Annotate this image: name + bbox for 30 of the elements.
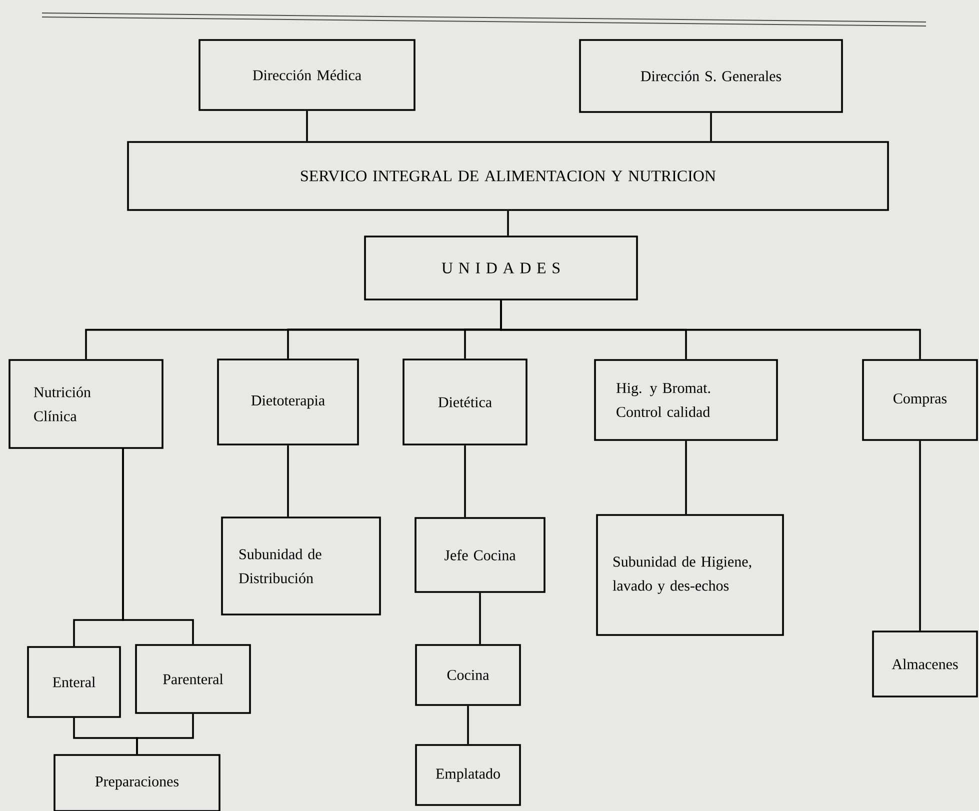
connector-line — [136, 714, 194, 754]
connector-line — [122, 448, 194, 644]
connector-line — [479, 592, 481, 644]
org-box: Subunidad de Distribución — [221, 516, 381, 616]
org-box: Jefe Cocina — [414, 517, 546, 593]
connector-line — [500, 300, 921, 360]
org-box: Dietoterapia — [217, 358, 359, 446]
connector-line — [287, 445, 289, 517]
org-box: Preparaciones — [54, 754, 220, 811]
connector-line — [467, 706, 469, 744]
org-box: Emplatado — [415, 744, 521, 806]
org-box: Cocina — [415, 644, 521, 706]
connector-line — [464, 445, 466, 518]
org-box: Hig. y Bromat. Control calidad — [594, 359, 778, 441]
connector-line — [685, 440, 687, 514]
org-box: Parenteral — [135, 644, 251, 714]
org-box: Nutrición Clínica — [8, 359, 164, 449]
connector-line — [507, 210, 509, 236]
connector-line — [710, 112, 712, 142]
org-box: U N I D A D E S — [364, 236, 638, 300]
connector-line — [306, 110, 308, 142]
org-box: Dirección Médica — [198, 39, 416, 111]
org-box: SERVICO INTEGRAL DE ALIMENTACION Y NUTRICION — [127, 141, 889, 211]
org-box: Subunidad de Higiene, lavado y des-echos — [596, 514, 784, 636]
org-box: Almacenes — [872, 630, 978, 698]
org-box: Enteral — [27, 646, 121, 718]
org-box: Compras — [862, 359, 978, 441]
connector-line — [919, 440, 921, 631]
org-box: Dietética — [402, 358, 528, 446]
org-box: Dirección S. Generales — [579, 39, 843, 113]
